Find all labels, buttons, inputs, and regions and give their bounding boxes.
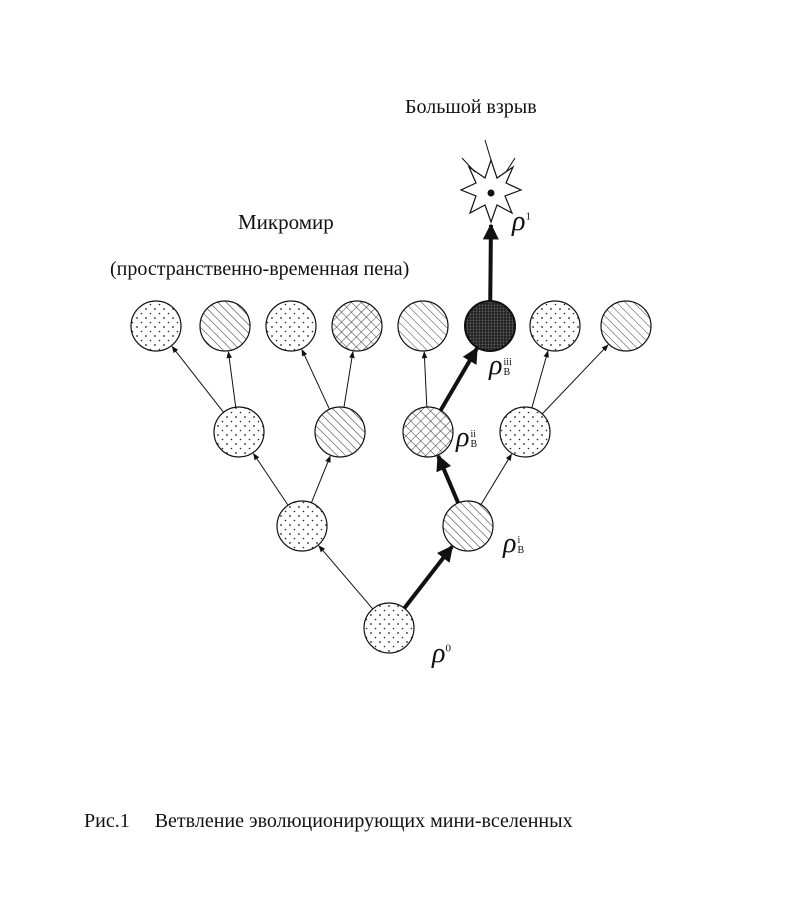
edge-t6-bang-bold <box>482 223 499 302</box>
rho-0-label: ρ0 <box>432 638 451 669</box>
big-bang-label: Большой взрыв <box>405 96 537 118</box>
edge-l2c-t6-bold <box>438 347 479 412</box>
edge-root-l1a <box>318 545 374 610</box>
foam-label: (пространственно-временная пена) <box>110 258 410 280</box>
edge-l2c-t5 <box>421 351 428 408</box>
figure-caption: Рис.1 Ветвление эволюционирующих мини-вс… <box>84 810 573 833</box>
edge-l1a-l2a <box>253 453 289 506</box>
universe-node-t8 <box>600 300 652 352</box>
edge-l1a-l2b <box>310 455 331 504</box>
universe-node-t1 <box>130 300 182 352</box>
universe-node-l1b <box>442 500 494 552</box>
edge-l2a-t2 <box>226 351 237 408</box>
universe-node-t4 <box>331 300 383 352</box>
universe-node-root <box>363 602 415 654</box>
edge-l2d-t8 <box>541 344 609 415</box>
edge-root-l1b-bold <box>402 545 454 610</box>
caption-figure-number: Рис.1 <box>84 810 130 832</box>
universe-node-t6 <box>464 300 516 352</box>
edge-l2b-t4 <box>343 350 355 408</box>
edge-l1b-l2c-bold <box>436 454 461 504</box>
big-bang-star-icon <box>459 139 523 224</box>
universe-node-t2 <box>199 300 251 352</box>
universe-node-l2b <box>314 406 366 458</box>
universe-node-l2c <box>402 406 454 458</box>
edge-l2b-t3 <box>301 348 330 410</box>
universe-node-l2d <box>499 406 551 458</box>
universe-node-t7 <box>529 300 581 352</box>
universe-node-t5 <box>397 300 449 352</box>
caption-text: Ветвление эволюционирующих мини-вселенны… <box>154 810 573 832</box>
microworld-label: Микромир <box>238 210 334 234</box>
rho-1-label: ρ1 <box>512 206 531 237</box>
edge-l1b-l2d <box>480 453 512 505</box>
universe-node-t3 <box>265 300 317 352</box>
edge-l2d-t7 <box>531 350 549 409</box>
edge-l2a-t1 <box>171 345 224 413</box>
universe-node-l2a <box>213 406 265 458</box>
universe-node-l1a <box>276 500 328 552</box>
